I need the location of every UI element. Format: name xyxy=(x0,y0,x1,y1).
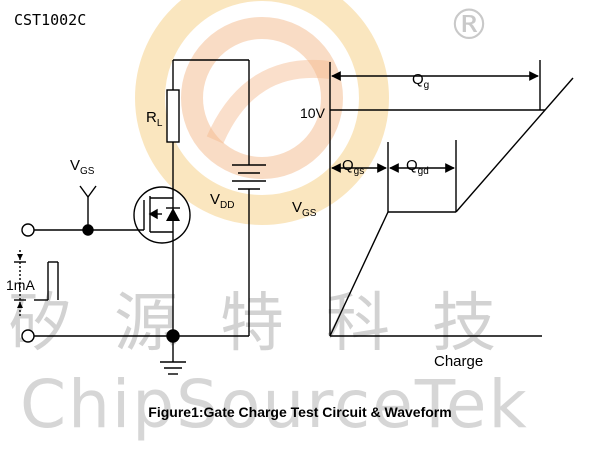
qgs-label: Qgs xyxy=(342,157,364,177)
part-number: CST1002C xyxy=(14,11,87,29)
figure-caption: Figure1:Gate Charge Test Circuit & Wavef… xyxy=(148,404,452,420)
load-resistor xyxy=(166,89,180,143)
current-label: 1mA xyxy=(6,277,35,293)
rl-label: RL xyxy=(146,109,163,129)
ground-symbol xyxy=(160,336,186,375)
vgs-input-label: VGS xyxy=(70,157,95,177)
vdd-label: VDD xyxy=(210,191,234,211)
watermark-chinese: 矽源特科技 xyxy=(8,287,538,361)
qgd-label: Qgd xyxy=(406,157,429,177)
vdd-battery xyxy=(232,164,266,190)
current-pulse xyxy=(14,250,59,316)
vgs-axis-label: VGS xyxy=(292,199,317,219)
logo-swirl xyxy=(206,59,332,144)
charge-axis-label: Charge xyxy=(434,353,483,370)
gate-charge-waveform xyxy=(329,60,574,337)
logo-outer-ring xyxy=(135,0,389,225)
logo-inner-ring xyxy=(181,17,343,179)
watermark-english: ChipSourceTek xyxy=(20,366,529,443)
ten-volt-label: 10V xyxy=(300,105,326,121)
mosfet-body xyxy=(133,186,191,244)
qg-label: Qg xyxy=(412,71,429,91)
test-circuit xyxy=(14,59,266,375)
registered-mark: ® xyxy=(448,0,490,49)
